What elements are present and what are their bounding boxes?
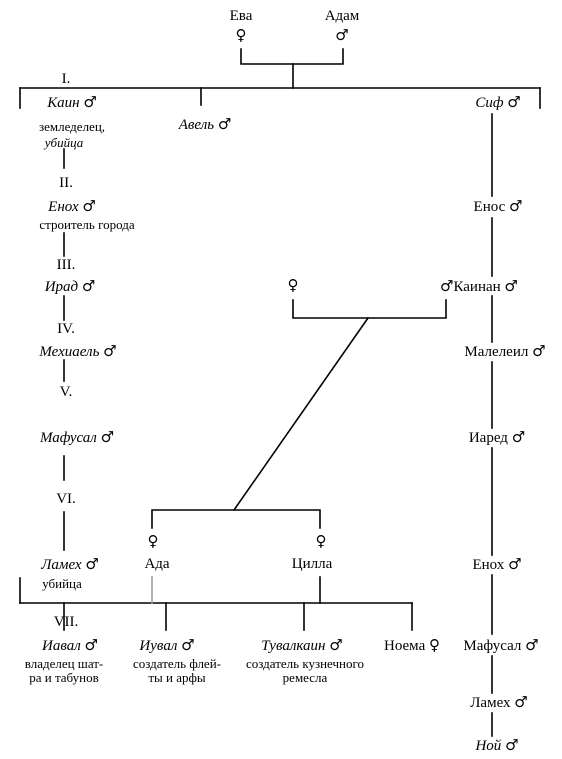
gen-5-numeral: V. [59,384,73,400]
male-symbol: ♂ [181,636,195,654]
tuvalkain-note-line: создатель кузнечного [245,656,365,671]
male-symbol: ♂ [329,636,343,654]
mafusal-name: Мафусал [39,430,97,446]
noema-node: Ноема ♀ [384,637,440,654]
male-symbol: ♂ [504,277,518,295]
enos-name: Енос [473,199,506,215]
irad-node: Ирад ♂ [45,278,96,295]
enoh-note: строитель города [39,217,135,232]
iaval-note-line: владелец шат- [24,656,104,671]
noema-name: Ноема [384,638,426,654]
diagonal-link [232,316,370,512]
iaval-name: Иавал [42,638,81,654]
lameh-sif-node: Ламех ♂ [470,694,528,711]
male-symbol: ♂ [82,197,96,215]
mafusal-sif-node: Мафусал ♂ [463,637,538,654]
enoh-name: Енох [472,557,505,573]
iaval-node: Иавал ♂ [42,637,98,654]
sif-node: Сиф ♂ [475,94,520,111]
kainan-name: Каинан [453,279,501,295]
iared-name: Иаред [468,430,508,446]
male-symbol: ♂ [511,428,526,446]
male-symbol: ♂ [85,555,99,573]
kain-node: Каин ♂ [47,94,97,111]
adam-label: Адам [324,8,360,24]
noy-name: Ной [475,738,502,754]
lameh-name: Ламех [41,557,82,573]
gen-6-numeral: VI. [56,491,76,507]
maleleil-node: Малелеил ♂ [464,343,545,360]
iuval-name: Иувал [139,638,178,654]
iaval-note-line: ра и табунов [29,670,99,685]
male-symbol: ♂ [100,428,115,446]
maleleil-name: Малелеил [464,344,529,360]
male-symbol: ♂ [532,342,546,360]
male-symbol: ♂ [509,197,523,215]
tuvalkain-note-line: ремесла [282,670,328,685]
enos-node: Енос ♂ [474,198,523,215]
iuval-note-line: создатель флей- [133,656,221,671]
irad-name: Ирад [44,279,79,295]
gen-1-numeral: I. [61,71,71,87]
tuvalkain-name: Тувалкаин [261,638,326,654]
male-symbol: ♂ [83,93,97,111]
iaval-note: владелец шат- ра и табунов [25,657,104,685]
tuvalkain-note: создатель кузнечного ремесла [246,657,364,685]
male-symbol: ♂ [508,555,522,573]
noy-node: Ной ♂ [475,737,518,754]
eva-label: Ева [229,8,253,24]
ada-symbol: ♀ [147,532,159,550]
enoh-sif-node: Енох ♂ [472,556,521,573]
male-symbol: ♂ [525,636,539,654]
enoh-name: Енох [48,199,79,215]
eva-adam-bracket [240,48,344,65]
lameh-name: Ламех [470,695,511,711]
kain-name: Каин [47,95,80,111]
male-symbol: ♂ [84,636,98,654]
male-symbol: ♂ [335,26,349,44]
enoh-kain-node: Енох ♂ [48,198,96,215]
mehiael-node: Мехиаель ♂ [39,343,116,360]
mafusal-kain-node: Мафусал ♂ [40,429,114,446]
ada-cilla-bracket [151,509,321,529]
gen-3-numeral: III. [56,257,76,273]
kainan-daughter-symbol: ♀ [287,276,299,294]
male-symbol: ♂ [507,93,521,111]
male-symbol: ♂ [81,277,96,295]
male-symbol: ♂ [505,736,519,754]
sif-name: Сиф [475,95,504,111]
avel-node: Авель ♂ [179,116,232,133]
female-symbol: ♀ [428,636,440,654]
male-symbol: ♂ [514,693,528,711]
tuvalkain-node: Тувалкаин ♂ [261,637,342,654]
gen-2-numeral: II. [59,175,73,191]
mafusal-name: Мафусал [463,638,522,654]
lameh-note: убийца [42,576,82,591]
iuval-note-line: ты и арфы [148,670,206,685]
kain-note: земледелец, [38,119,106,134]
male-symbol: ♂ [103,342,117,360]
mehiael-name: Мехиаель [39,344,100,360]
cilla-label: Цилла [291,556,333,572]
male-symbol: ♂ [440,277,454,295]
female-symbol: ♀ [235,26,247,44]
gen-4-numeral: IV. [57,321,75,337]
iared-node: Иаред ♂ [469,429,525,446]
kain-note: убийца [44,135,84,150]
kainan-daughter-bracket [292,299,447,319]
kainan-node: ♂Каинан ♂ [440,278,518,295]
iuval-node: Иувал ♂ [139,637,194,654]
cilla-symbol: ♀ [315,532,327,550]
avel-name: Авель [178,117,215,133]
ada-label: Ада [144,556,170,572]
gen-7-numeral: VII. [53,614,79,630]
male-symbol: ♂ [217,115,232,133]
iuval-note: создатель флей- ты и арфы [133,657,221,685]
lameh-kain-node: Ламех ♂ [41,556,99,573]
